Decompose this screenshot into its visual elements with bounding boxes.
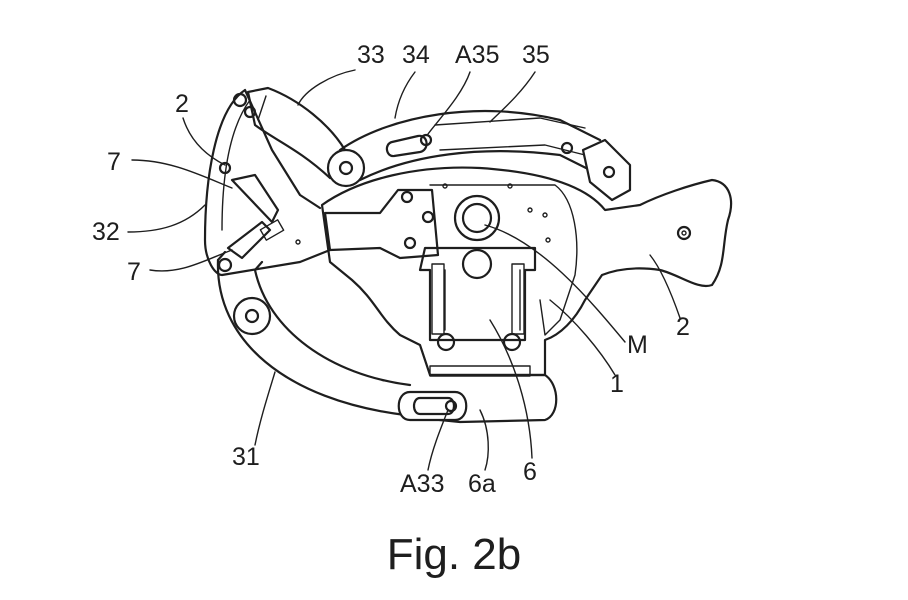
leader-35 (489, 71, 536, 123)
label-31: 31 (232, 443, 260, 471)
blade-7-bottom (226, 220, 272, 260)
leader-6 (489, 319, 533, 459)
arm-34 (338, 109, 602, 182)
leader-m (484, 224, 626, 343)
label-1: 1 (610, 370, 624, 398)
label-7-top: 7 (107, 148, 121, 176)
pivot-33 (326, 148, 366, 188)
arm-31 (216, 258, 412, 417)
leader-a35 (427, 71, 471, 135)
leader-7-top (131, 159, 233, 189)
pivot-31 (232, 296, 272, 336)
leader-34 (394, 71, 416, 119)
end-link (581, 138, 632, 202)
carriage-6 (418, 246, 537, 342)
body-outline (320, 166, 733, 377)
label-2-right: 2 (676, 313, 690, 341)
label-35: 35 (522, 41, 550, 69)
label-m: M (627, 331, 648, 359)
label-2-top: 2 (175, 90, 189, 118)
label-7-bottom: 7 (127, 258, 141, 286)
leader-2-right (649, 254, 681, 319)
leader-a33 (427, 409, 449, 471)
figure-caption: Fig. 2b (386, 530, 522, 579)
label-33: 33 (357, 41, 385, 69)
motor-m (453, 194, 501, 242)
leader-1 (549, 299, 616, 376)
blade-7-top (230, 173, 280, 224)
bracket-plate (323, 188, 440, 260)
label-32: 32 (92, 218, 120, 246)
leader-2-top (182, 117, 226, 166)
leader-33 (297, 69, 356, 106)
inner-plate (429, 184, 578, 336)
label-a35: A35 (455, 41, 499, 69)
label-a33: A33 (400, 470, 444, 498)
leader-6a (479, 409, 489, 471)
base-6a (418, 373, 558, 424)
leader-31 (254, 371, 276, 446)
leader-7-bottom (149, 249, 233, 272)
handle-hole (676, 225, 692, 241)
label-6: 6 (523, 458, 537, 486)
leader-32 (127, 204, 206, 233)
label-34: 34 (402, 41, 430, 69)
label-6a: 6a (468, 470, 496, 498)
